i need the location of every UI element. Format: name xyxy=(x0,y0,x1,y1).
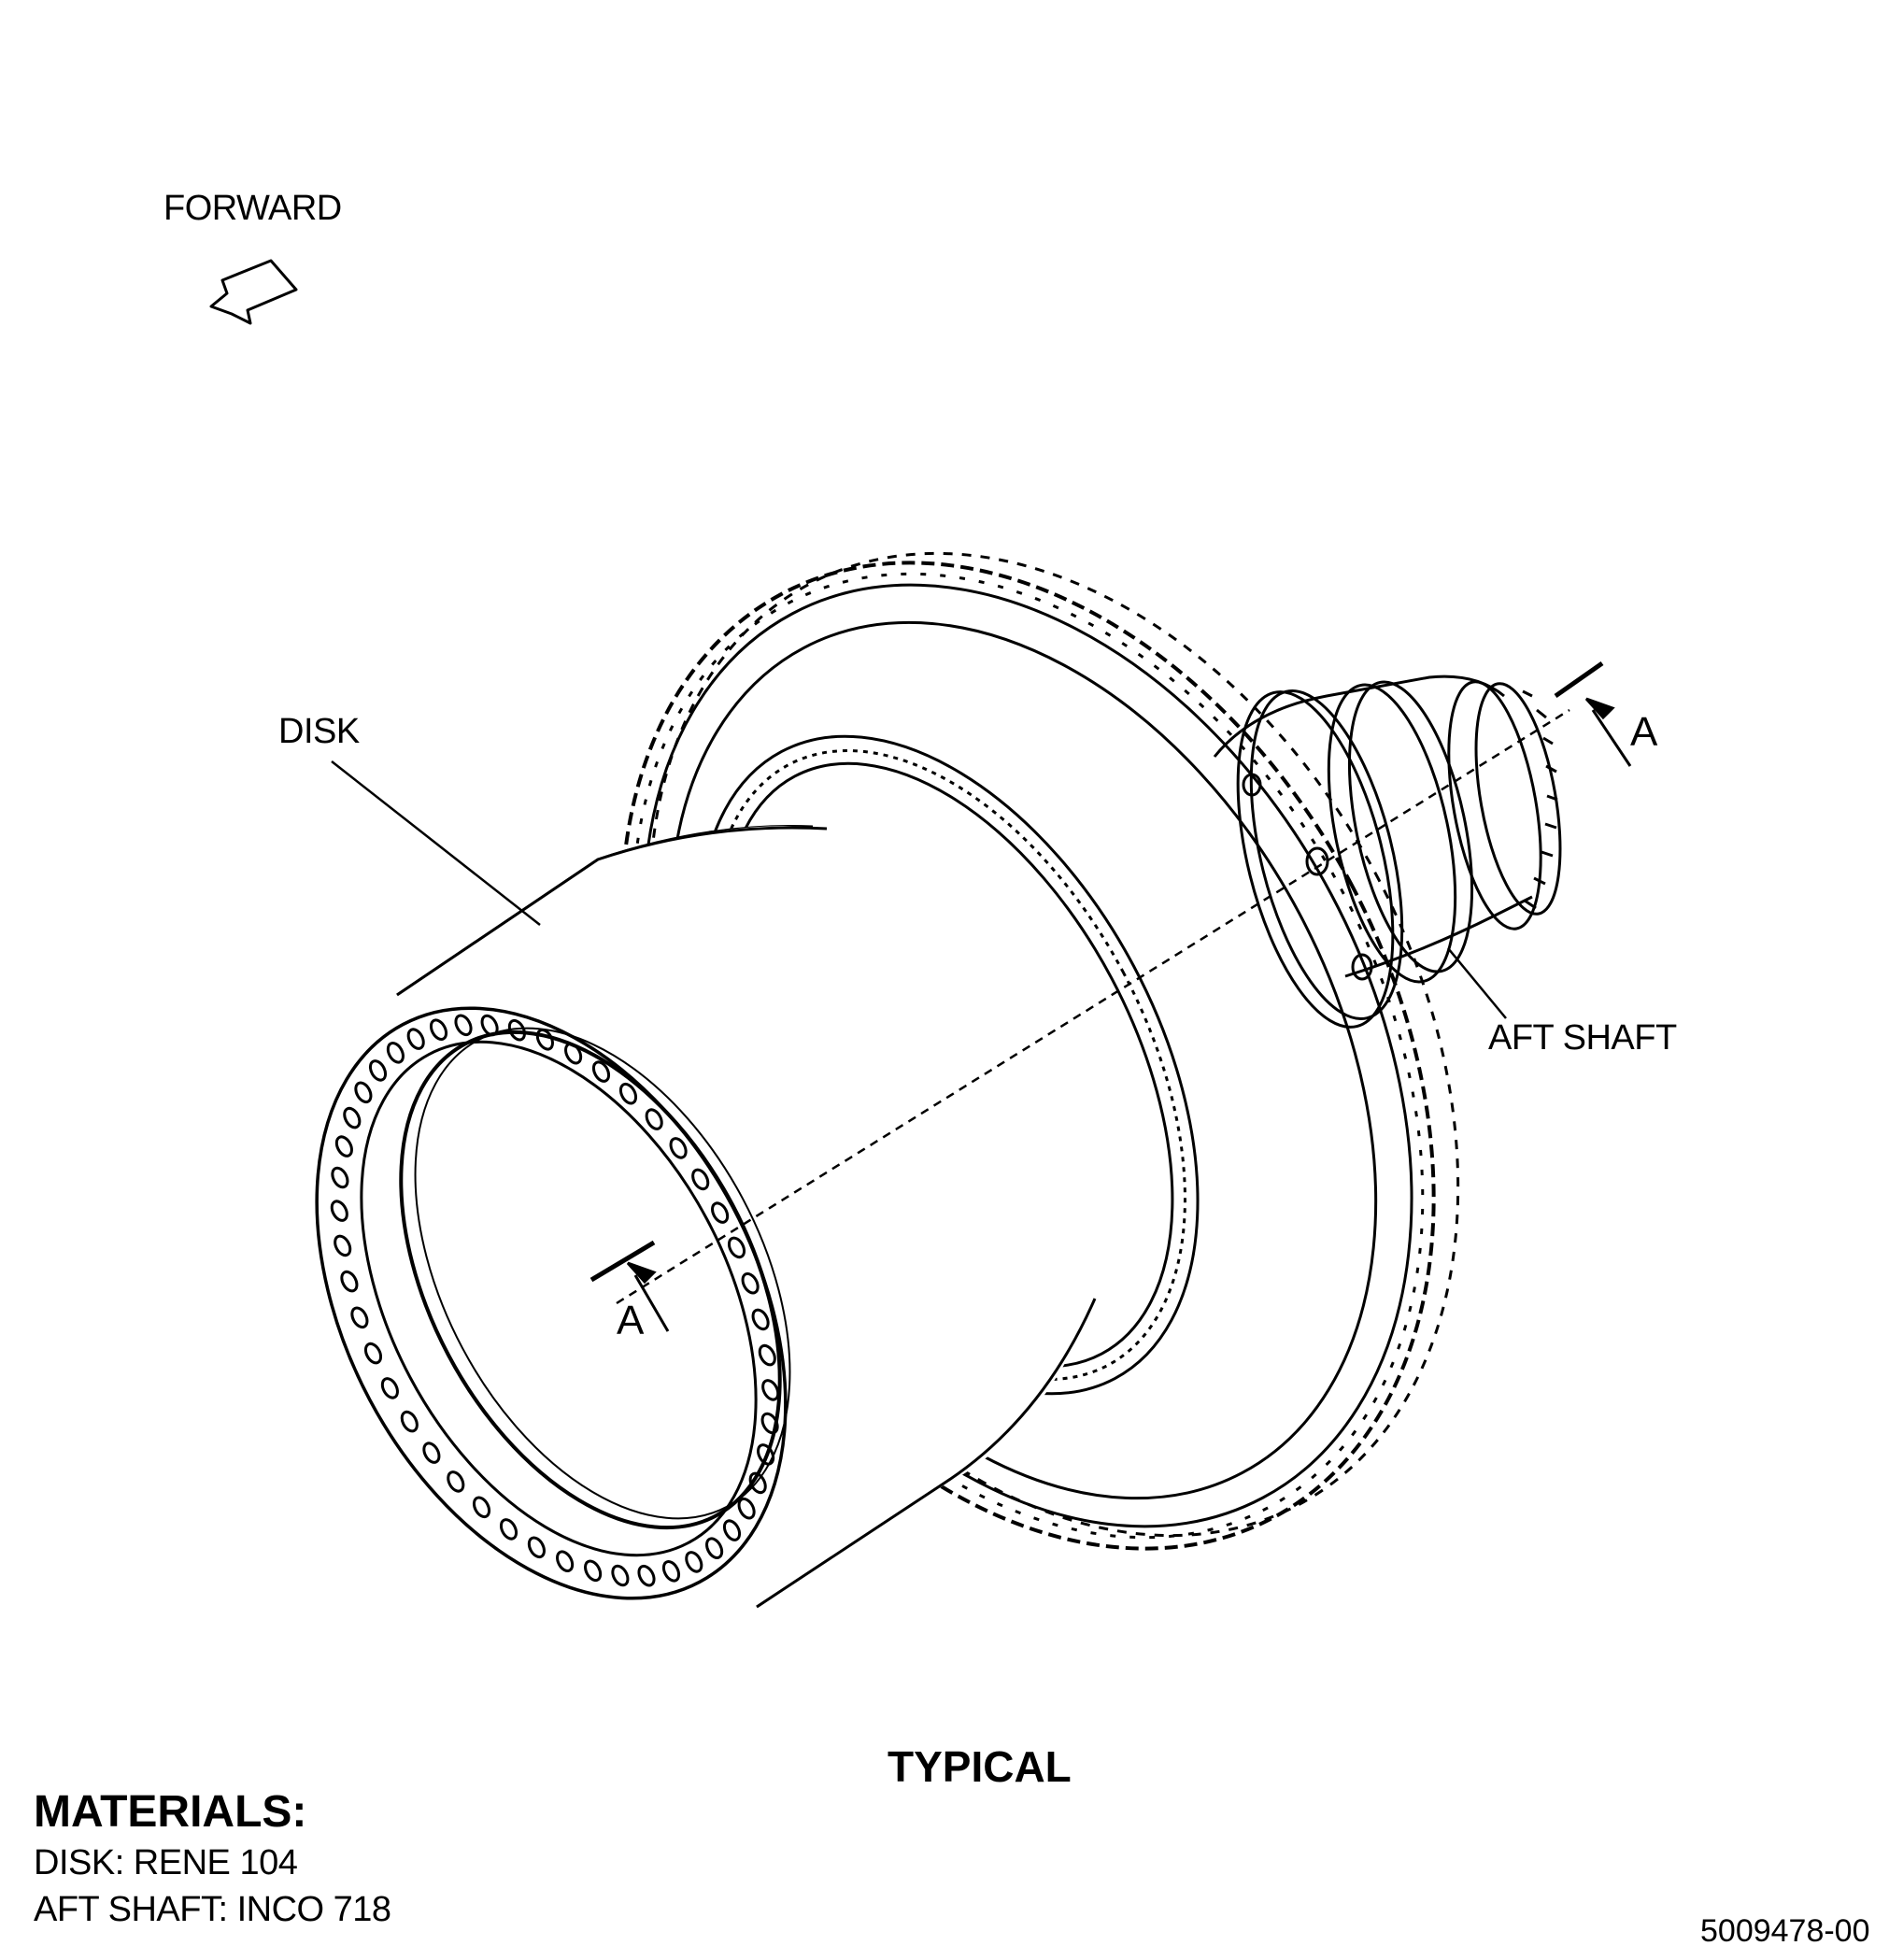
materials-aft-shaft: AFT SHAFT: INCO 718 xyxy=(34,1890,391,1929)
bolt-hole xyxy=(760,1412,779,1435)
bolt-hole xyxy=(480,1014,499,1037)
bolt-hole xyxy=(556,1550,575,1572)
bolt-hole xyxy=(705,1537,724,1559)
bolt-hole xyxy=(454,1014,473,1037)
forward-arm xyxy=(315,824,1098,1609)
forward-arrow-icon xyxy=(209,259,298,325)
bolt-hole xyxy=(661,1560,681,1583)
bolt-hole xyxy=(380,1377,399,1399)
bolt-hole xyxy=(645,1108,663,1130)
bolt-hole xyxy=(611,1564,630,1587)
bolt-hole xyxy=(334,1234,352,1257)
forward-label: FORWARD xyxy=(163,189,342,228)
bolt-hole xyxy=(618,1082,638,1105)
bolt-hole xyxy=(685,1551,703,1573)
aft-shaft xyxy=(1213,675,1562,1029)
bolt-hole xyxy=(535,1029,554,1051)
bolt-hole xyxy=(737,1497,756,1520)
aft-shaft-label: AFT SHAFT xyxy=(1488,1018,1677,1058)
bolt-hole xyxy=(591,1060,611,1083)
bolt-hole xyxy=(354,1081,373,1104)
bolt-hole xyxy=(350,1306,369,1329)
disk-leader-line xyxy=(331,760,541,926)
bolt-hole xyxy=(330,1200,348,1222)
bolt-hole xyxy=(751,1308,770,1331)
section-marker-top xyxy=(1554,660,1632,767)
bolt-hole xyxy=(637,1564,656,1587)
bolt-hole xyxy=(334,1135,353,1158)
bolt-hole xyxy=(429,1018,448,1041)
materials-heading: MATERIALS: xyxy=(34,1787,307,1837)
bolt-hole xyxy=(722,1519,742,1541)
disk-label: DISK xyxy=(278,712,360,751)
view-label-typical: TYPICAL xyxy=(888,1742,1072,1791)
bolt-hole xyxy=(584,1559,603,1583)
aft-shaft-leader-line xyxy=(1447,947,1507,1019)
bolt-hole xyxy=(331,1166,349,1189)
section-label-top: A xyxy=(1630,709,1658,755)
bolt-hole xyxy=(499,1518,518,1541)
bolt-hole xyxy=(711,1201,730,1224)
section-marker-bottom xyxy=(589,1240,670,1332)
bolt-hole xyxy=(368,1059,388,1082)
drawing-number: 5009478-00 xyxy=(1700,1913,1870,1949)
bolt-hole xyxy=(761,1379,780,1401)
bolt-hole xyxy=(727,1236,746,1259)
centerline xyxy=(616,708,1570,1305)
bolt-hole xyxy=(691,1168,710,1191)
bolt-hole xyxy=(758,1343,776,1367)
section-label-bottom: A xyxy=(617,1298,645,1343)
bolt-hole xyxy=(363,1342,383,1365)
bolt-hole xyxy=(386,1042,405,1064)
bolt-holes xyxy=(330,1014,780,1587)
bolt-hole xyxy=(422,1442,441,1464)
bolt-hole xyxy=(564,1042,583,1065)
bolt-hole xyxy=(447,1470,465,1493)
bolt-hole xyxy=(669,1137,688,1159)
bolt-hole xyxy=(340,1270,359,1293)
bolt-hole xyxy=(472,1496,491,1519)
bolt-hole xyxy=(757,1443,775,1466)
bolt-hole xyxy=(741,1271,760,1295)
bolt-hole xyxy=(406,1028,425,1050)
bolt-hole xyxy=(343,1106,362,1129)
bolt-hole xyxy=(748,1471,767,1495)
bolt-hole xyxy=(507,1018,526,1042)
bolt-hole xyxy=(400,1410,419,1433)
bolt-hole xyxy=(527,1536,546,1559)
materials-disk: DISK: RENE 104 xyxy=(34,1843,298,1882)
